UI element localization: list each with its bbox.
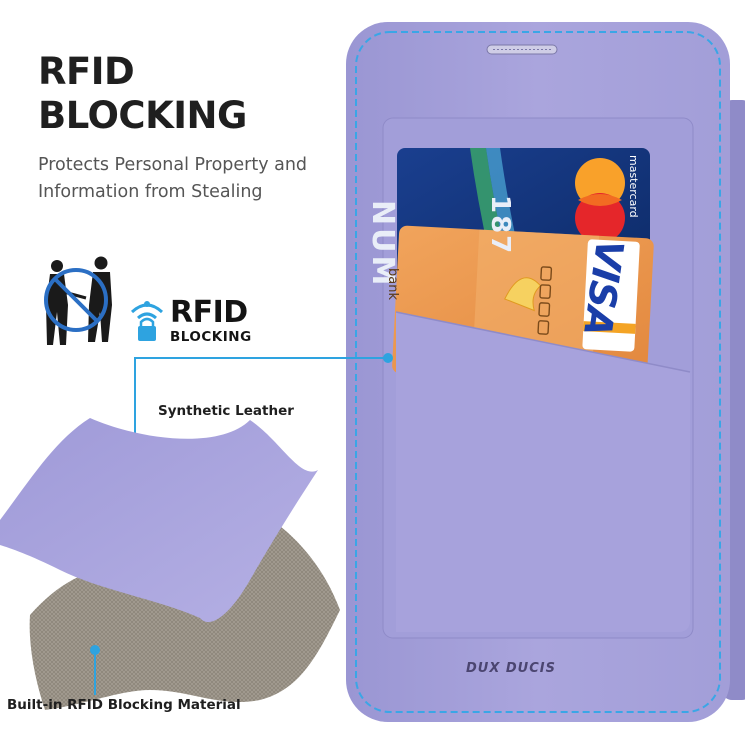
brand-logo: DUX DUCIS — [466, 661, 556, 676]
mastercard-logo-top — [575, 158, 625, 208]
rfid-badge-title: RFID — [170, 295, 248, 330]
headline-line-1: RFID — [38, 50, 135, 93]
callout-synthetic-leather: Synthetic Leather — [158, 403, 294, 419]
tagline-line-1: Protects Personal Property and — [38, 155, 308, 175]
headline: RFID BLOCKING — [38, 50, 338, 138]
synthetic-leather-layer — [0, 418, 318, 623]
mastercard-logo-bottom — [575, 193, 625, 243]
case-stitching — [355, 31, 721, 713]
hologram-bird — [504, 277, 542, 312]
rfid-badge: RFID BLOCKING — [170, 295, 252, 346]
tagline-line-2: Information from Stealing — [38, 182, 263, 202]
card1-brand-text: mastercard — [627, 155, 640, 218]
rfid-blocking-mesh-layer — [29, 520, 340, 710]
prohibition-circle — [44, 268, 108, 332]
tagline: Protects Personal Property and Informati… — [38, 152, 338, 206]
pocket-flap — [396, 312, 690, 632]
card1-number-text: 187 — [485, 195, 515, 256]
card2-bank-text: bank — [385, 268, 400, 300]
headline-line-2: BLOCKING — [38, 94, 247, 137]
callout-rfid-material: Built-in RFID Blocking Material — [7, 697, 241, 713]
rfid-lock-icon — [130, 301, 164, 341]
rfid-badge-subtitle: BLOCKING — [170, 329, 252, 345]
